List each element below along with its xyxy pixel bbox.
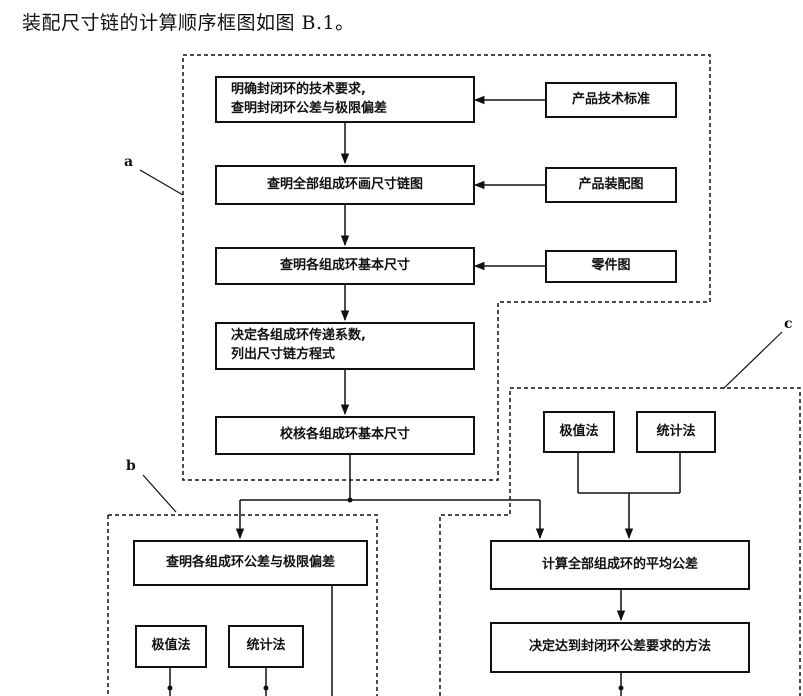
step-clarify-closing-ring: 明确封闭环的技术要求, 查明封闭环公差与极限偏差 [215,76,475,123]
region-label-c: c [784,316,793,332]
step-identify-rings-label: 查明全部组成环画尺寸链图 [266,176,423,192]
method-extreme-b: 极值法 [135,625,207,668]
step-method-label: 决定达到封闭环公差要求的方法 [528,639,711,655]
step-verify-basic-sizes-label: 校核各组成环基本尺寸 [279,427,410,443]
leader-b [142,474,177,513]
step-identify-rings: 查明全部组成环画尺寸链图 [215,165,475,205]
junction-split [347,497,353,503]
method-extreme-c: 极值法 [543,411,615,453]
step-clarify-line1: 明确封闭环的技术要求, [231,81,366,97]
leader-a [139,169,184,196]
step-clarify-line2: 查明封闭环公差与极限偏差 [231,100,388,116]
method-statistic-b-label: 统计法 [246,638,286,654]
region-label-b: b [126,458,136,474]
input-product-standard-label: 产品技术标准 [571,91,650,107]
input-assembly-drawing: 产品装配图 [545,167,677,203]
step-tolerances-limits: 查明各组成环公差与极限偏差 [133,540,368,586]
junction-method [618,685,624,691]
intro-text: 装配尺寸链的计算顺序框图如图 B.1。 [22,12,355,34]
region-c-outline [439,387,801,696]
input-assembly-drawing-label: 产品装配图 [578,176,644,192]
method-extreme-b-label: 极值法 [151,638,191,654]
region-a-outline [182,54,711,481]
step-coef-line2: 列出尺寸链方程式 [231,347,336,362]
step-verify-basic-sizes: 校核各组成环基本尺寸 [215,416,475,455]
step-basic-sizes-label: 查明各组成环基本尺寸 [279,257,410,273]
method-statistic-b: 统计法 [228,625,304,668]
step-basic-sizes: 查明各组成环基本尺寸 [215,247,475,285]
junction-b-stat [263,685,269,691]
step-tolerances-limits-label: 查明各组成环公差与极限偏差 [165,554,335,570]
step-average-tolerance-label: 计算全部组成环的平均公差 [541,556,698,572]
input-part-drawing-label: 零件图 [591,258,631,274]
input-product-standard: 产品技术标准 [545,82,677,118]
method-statistic-c: 统计法 [636,411,716,453]
step-transfer-coefficients: 决定各组成环传递系数, 列出尺寸链方程式 [215,322,475,370]
method-extreme-c-label: 极值法 [559,423,599,439]
region-label-a: a [124,154,134,170]
step-coef-line1: 决定各组成环传递系数, [231,328,366,344]
step-method: 决定达到封闭环公差要求的方法 [490,622,750,673]
junction-b-extreme [167,685,173,691]
method-statistic-c-label: 统计法 [656,423,696,439]
input-part-drawing: 零件图 [545,250,677,283]
leader-c [722,331,783,390]
step-average-tolerance: 计算全部组成环的平均公差 [490,540,750,590]
region-b-outline [108,514,378,696]
